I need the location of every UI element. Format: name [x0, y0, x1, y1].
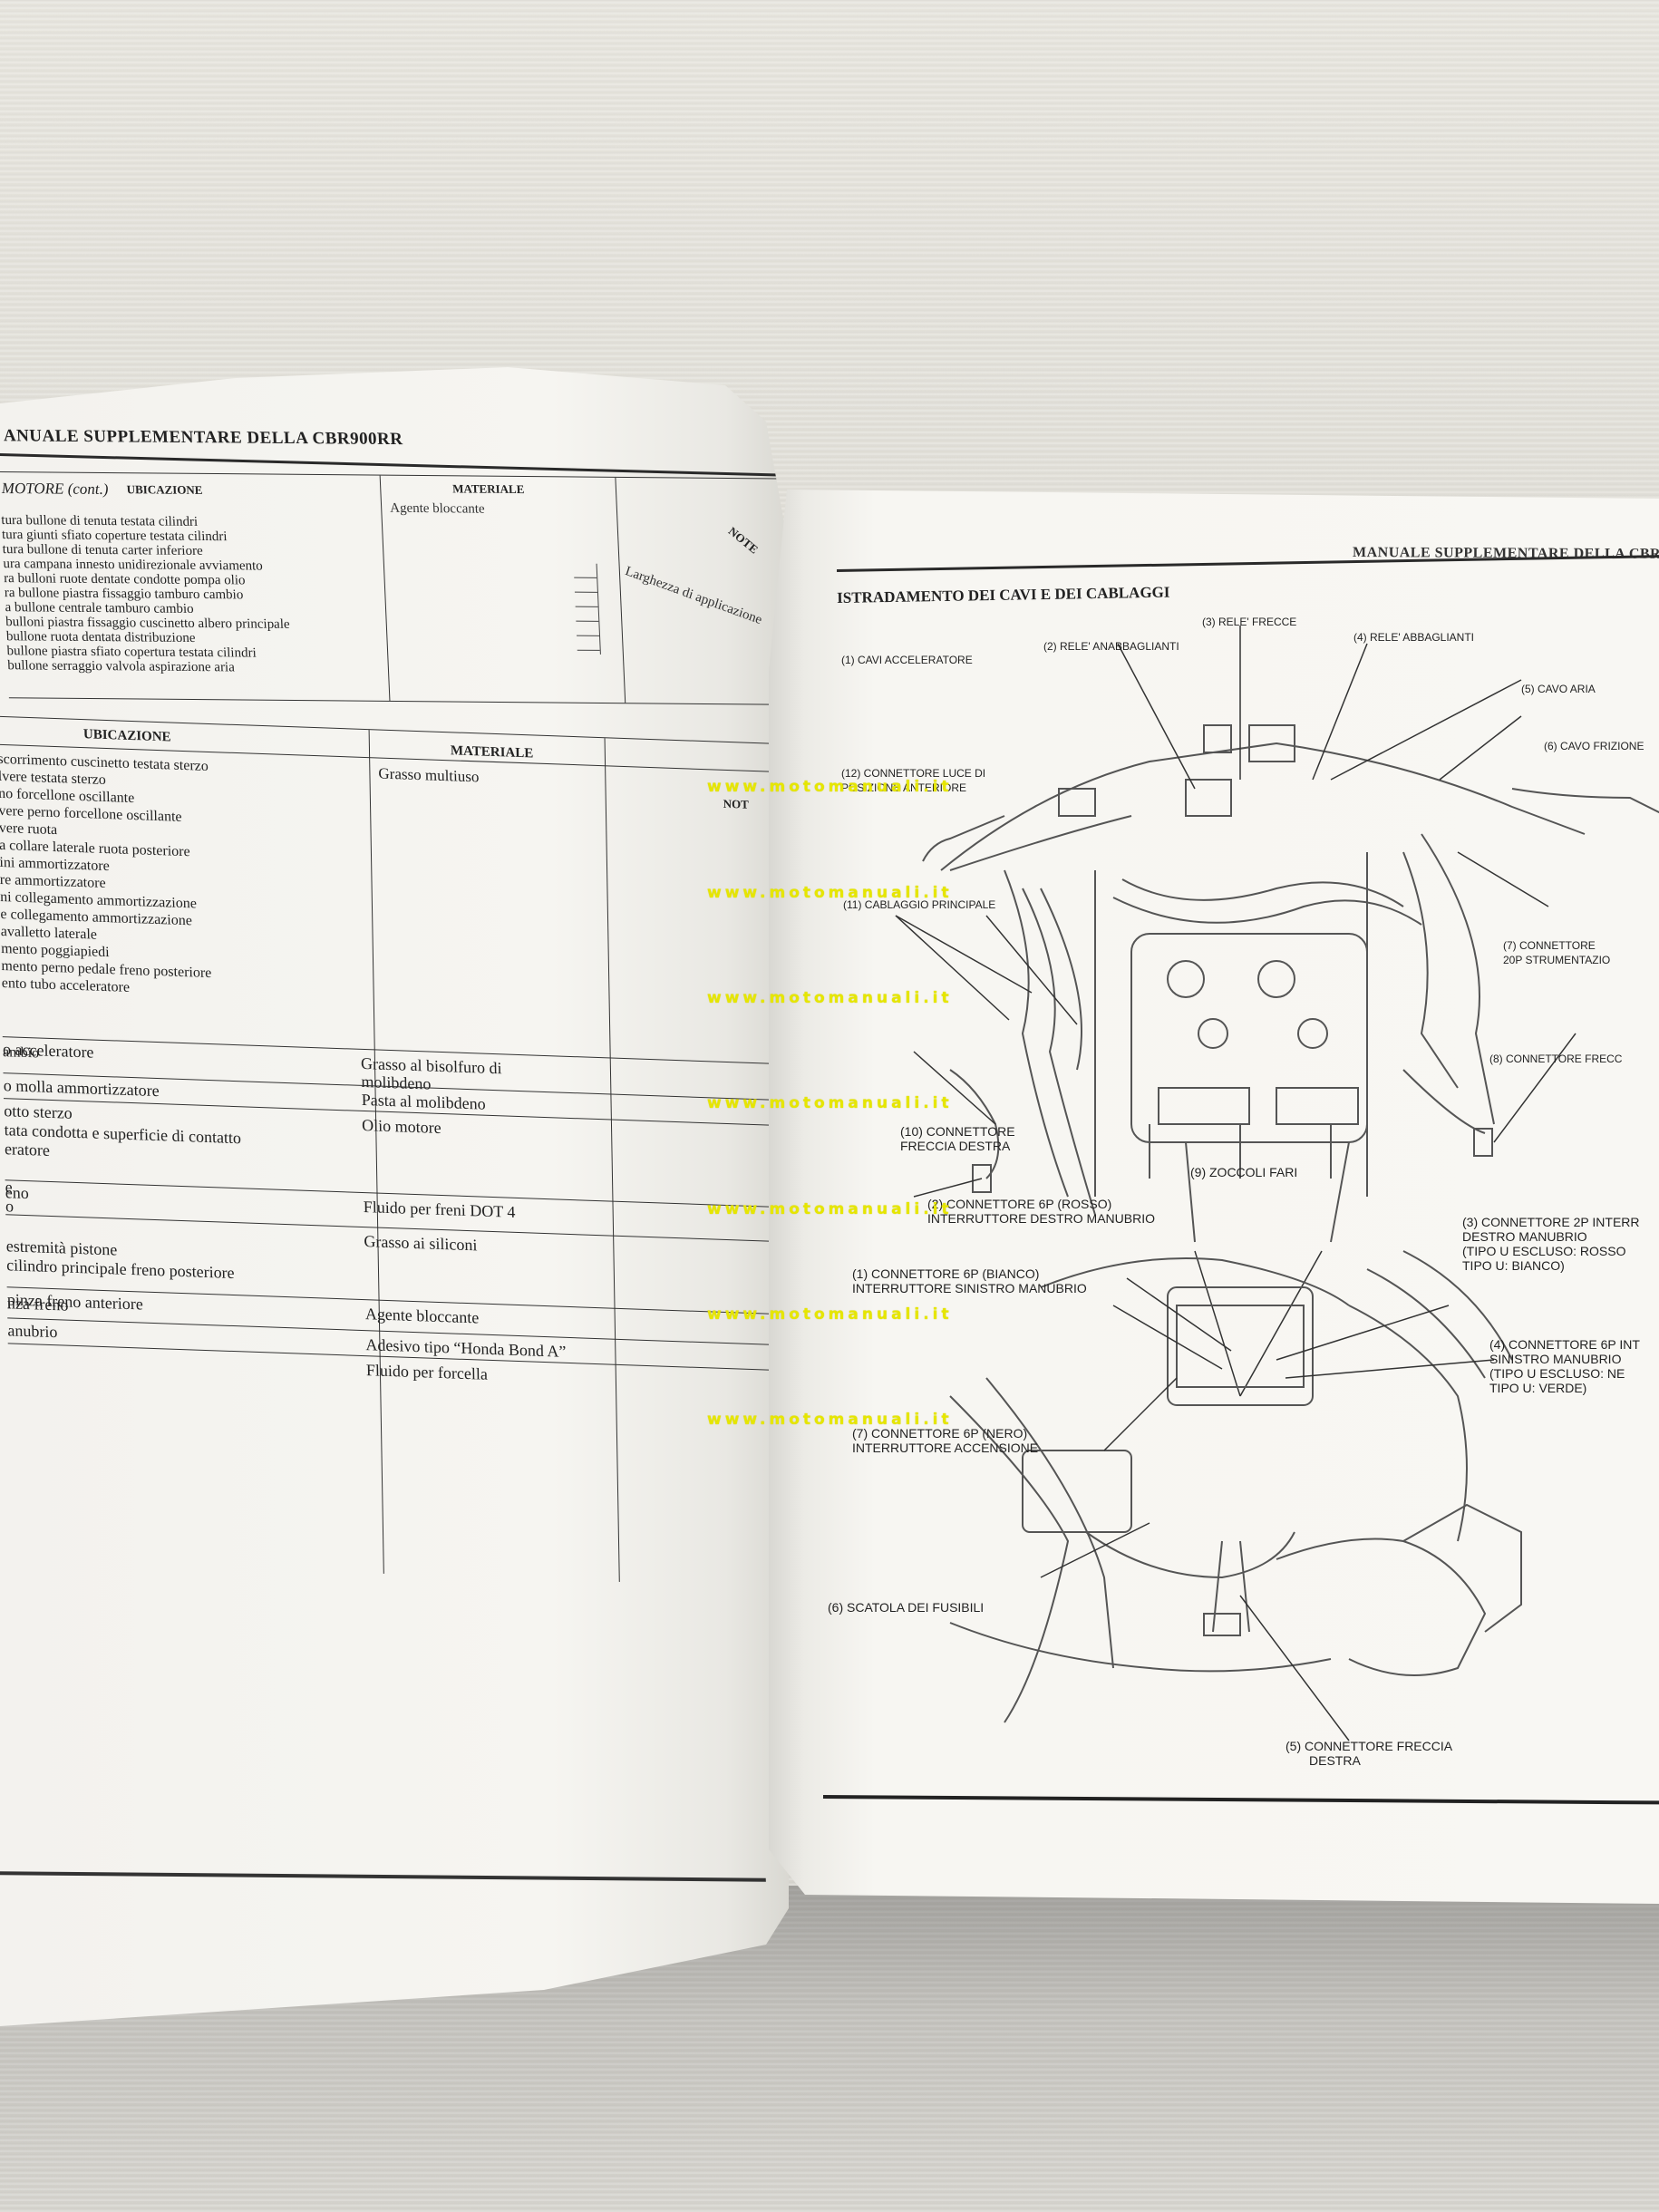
material-cell: Agente bloccante — [364, 1305, 480, 1327]
col-header-materiale: MATERIALE — [451, 481, 525, 497]
location-cell — [8, 1346, 13, 1365]
watermark-text: www.motomanuali.it — [707, 1094, 953, 1112]
col-header-materiale: MATERIALE — [450, 743, 534, 762]
label-connettore-6p-rosso: (2) CONNETTORE 6P (ROSSO)INTERRUTTORE DE… — [927, 1197, 1155, 1226]
label-cavi-acceleratore: (1) CAVI ACCELERATORE — [841, 654, 973, 666]
watermark-text: www.motomanuali.it — [707, 1200, 953, 1218]
material-cell: Olio motore — [362, 1115, 441, 1138]
label-cablaggio-principale: (11) CABLAGGIO PRINCIPALE — [843, 898, 996, 911]
label-cavo-aria: (5) CAVO ARIA — [1521, 683, 1596, 695]
label-connettore-6p-bianco: (1) CONNETTORE 6P (BIANCO)INTERRUTTORE S… — [852, 1266, 1087, 1295]
location-cell: o molla ammortizzatore — [3, 1076, 160, 1101]
bracket-ladder — [573, 563, 601, 655]
label-rele-abbaglianti: (4) RELE' ABBAGLIANTI — [1353, 631, 1475, 644]
engine-table: MOTORE (cont.) UBICAZIONE MATERIALE Agen… — [0, 471, 789, 705]
col-header-note: NOTE — [725, 524, 762, 557]
wiring-diagram — [895, 626, 1659, 1741]
watermark-text: www.motomanuali.it — [707, 989, 953, 1007]
material-cell: Fluido per forcella — [365, 1361, 489, 1383]
section-label: MOTORE (cont.) — [1, 479, 109, 499]
watermark-text: www.motomanuali.it — [707, 1305, 953, 1324]
right-page: MANUALE SUPPLEMENTARE DELLA CBR900R ISTR… — [769, 490, 1659, 1904]
location-cell: pinza freno anteriore — [6, 1290, 143, 1314]
note-cell: Larghezza di applicazione — [623, 564, 764, 628]
label-rele-frecce: (3) RELE' FRECCE — [1202, 616, 1297, 628]
material-cell: Grasso multiuso — [378, 764, 480, 786]
col-header-ubicazione: UBICAZIONE — [82, 727, 171, 745]
label-zoccoli-fari: (9) ZOCCOLI FARI — [1190, 1165, 1298, 1179]
col-header-note: NOT — [723, 796, 750, 811]
watermark-text: www.motomanuali.it — [707, 1411, 953, 1429]
material-cell: Pasta al molibdeno — [361, 1090, 486, 1113]
table-row: bullone serraggio valvola aspirazione ar… — [6, 658, 236, 675]
watermark-text: www.motomanuali.it — [707, 778, 953, 796]
material-cell: Grasso ai siliconi — [364, 1232, 478, 1255]
material-cell: Fluido per freni DOT 4 — [363, 1198, 516, 1221]
label-connettore-freccia-sinistra: (8) CONNETTORE FRECC — [1489, 1053, 1623, 1065]
label-cavo-frizione: (6) CAVO FRIZIONE — [1544, 740, 1644, 752]
location-cell: o acceleratore — [2, 1040, 94, 1062]
location-cell: anubrio — [7, 1321, 58, 1342]
col-header-ubicazione: UBICAZIONE — [126, 482, 203, 497]
label-scatola-fusibili: (6) SCATOLA DEI FUSIBILI — [828, 1600, 985, 1615]
label-connettore-6p-nero: (7) CONNETTORE 6P (NERO)INTERRUTTORE ACC… — [852, 1426, 1039, 1455]
material-cell: Agente bloccante — [389, 500, 485, 517]
left-page-header: ANUALE SUPPLEMENTARE DELLA CBR900RR — [3, 426, 403, 450]
watermark-text: www.motomanuali.it — [707, 884, 953, 902]
location-cell: eno — [5, 1183, 29, 1203]
left-page: ANUALE SUPPLEMENTARE DELLA CBR900RR MOTO… — [0, 367, 789, 2026]
chassis-table: UBICAZIONE MATERIALE NOT scorrimento cus… — [0, 715, 789, 1587]
label-rele-anabbaglianti: (2) RELE' ANABBAGLIANTI — [1043, 640, 1179, 653]
footer-rule — [0, 1871, 766, 1882]
